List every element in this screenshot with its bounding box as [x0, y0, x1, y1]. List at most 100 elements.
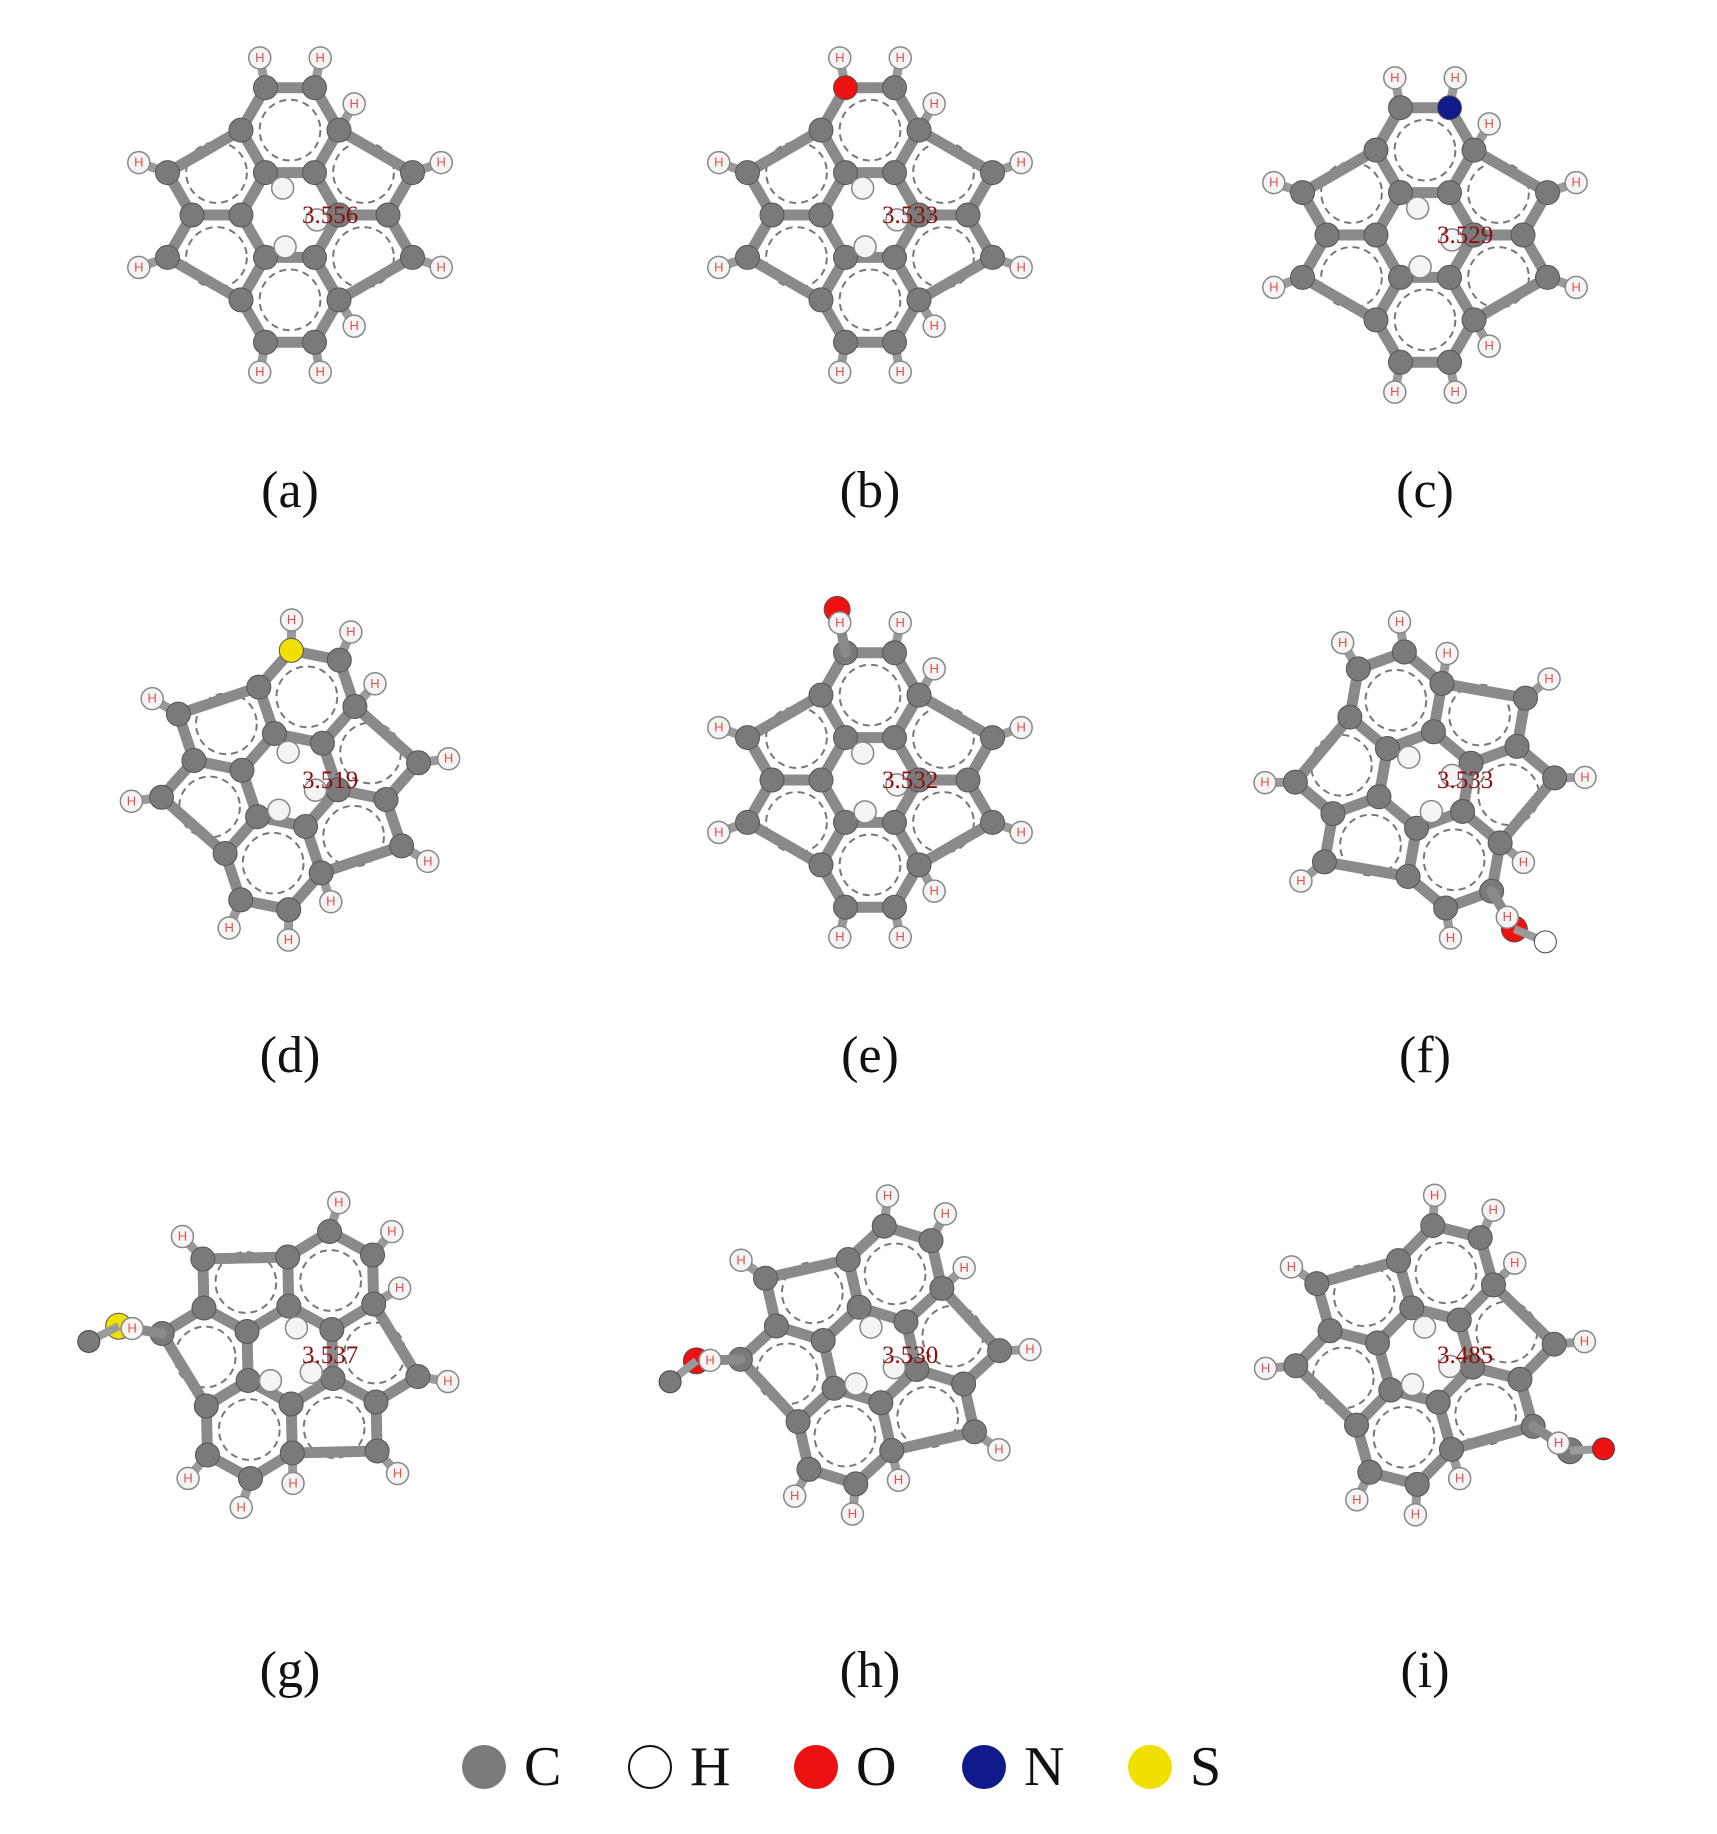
carbon-atom [319, 1317, 345, 1343]
hydrogen-atom [729, 1248, 753, 1273]
legend-item-n: N [962, 1722, 1064, 1812]
carbon-atom [1320, 801, 1346, 827]
carbon-atom [1282, 769, 1308, 795]
hydrogen-label: H [444, 751, 453, 766]
hydrogen-atom [952, 1256, 976, 1280]
hydrogen-label: H [316, 364, 325, 379]
carbon-atom [302, 75, 327, 101]
hydrogen-label: H [929, 318, 938, 333]
hydrogen-atom [342, 314, 366, 338]
aromatic-ring-a [185, 141, 248, 204]
carbon-atom [980, 160, 1005, 186]
carbon-atom [1290, 264, 1315, 290]
hydrogen-atom [1289, 869, 1313, 893]
carbon-atom [882, 329, 907, 355]
carbon-atom [375, 202, 401, 228]
hydrogen-label: H [1390, 70, 1399, 85]
aromatic-ring-b [838, 268, 902, 332]
hydrogen-atom [1564, 275, 1588, 300]
distance-label-g: 3.537 [302, 1342, 358, 1369]
carbon-atom [253, 160, 278, 186]
hydrogen-atom [120, 1316, 144, 1341]
carbon-atom [833, 160, 858, 186]
hydrogen-label: H [1390, 384, 1399, 399]
hydrogen-atom [1262, 275, 1286, 300]
carbon-atom [1311, 849, 1337, 875]
hydrogen-label: H [896, 929, 905, 944]
carbon-atom [1366, 784, 1392, 810]
hydrogen-label: H [736, 1252, 745, 1267]
hydrogen-label: H [1261, 1360, 1270, 1375]
carbon-atom [275, 1244, 301, 1270]
adsorbate-hydrogen [1405, 196, 1430, 220]
legend-swatch-c [462, 1745, 506, 1789]
carbon-atom [1542, 765, 1568, 791]
carbon-atom [1363, 222, 1389, 248]
carbon-atom [1461, 137, 1487, 163]
aromatic-ring-g [214, 1251, 278, 1314]
cc-bond [1289, 711, 1356, 788]
adsorbate-hydrogen [882, 1355, 907, 1380]
carbon-atom [179, 202, 205, 228]
carbon-atom [165, 701, 191, 727]
hydrogen-atom [385, 1461, 410, 1486]
aromatic-ring-b [912, 141, 975, 204]
carbon-atom [833, 244, 858, 270]
adsorbate-hydrogen [303, 778, 328, 802]
cc-bond [1318, 856, 1414, 883]
hydrogen-label: H [1580, 769, 1589, 784]
hydrogen-atom [1403, 1502, 1428, 1527]
hydrogen-atom [276, 928, 301, 952]
carbon-atom [808, 767, 834, 793]
carbon-atom [1487, 830, 1513, 856]
hydrogen-label: H [284, 932, 293, 947]
carbon-atom [308, 860, 334, 886]
hydrogen-atom [339, 620, 363, 644]
carbon-atom [1388, 95, 1413, 121]
hydrogen-atom [281, 1471, 305, 1496]
carbon-atom [808, 287, 834, 313]
hydrogen-atom [327, 1190, 351, 1215]
aromatic-ring-e [838, 833, 902, 897]
hydrogen-atom [436, 1369, 460, 1394]
adsorbate-hydrogen [1412, 1315, 1437, 1339]
carbon-atom [302, 244, 327, 270]
carbon-atom [846, 1294, 872, 1320]
distance-label-e: 3.532 [882, 767, 938, 794]
carbon-atom [1541, 1331, 1567, 1357]
carbon-atom [1388, 264, 1413, 290]
carbon-atom [893, 1309, 919, 1335]
carbon-atom [193, 1393, 219, 1419]
carbon-atom [1344, 1412, 1370, 1438]
cc-bond [286, 1445, 383, 1459]
carbon-atom [212, 840, 238, 866]
hydrogen-label: H [134, 155, 143, 170]
distance-label-a: 3.556 [302, 202, 358, 229]
carbon-atom [961, 1419, 987, 1445]
carbon-atom [1314, 222, 1340, 248]
cc-bond [333, 251, 418, 306]
carbon-atom [1480, 1272, 1506, 1298]
hydrogen-atom [888, 925, 912, 949]
carbon-atom [1395, 864, 1421, 890]
aromatic-ring-f [1422, 828, 1486, 892]
hydrogen-atom [707, 255, 731, 280]
hydrogen-label: H [1395, 614, 1404, 629]
carbon-atom [879, 1438, 905, 1464]
aromatic-ring-c [1393, 118, 1457, 182]
carbon-atom [190, 1246, 216, 1272]
hydrogen-atom [176, 1466, 200, 1491]
carbon-atom [1388, 349, 1413, 375]
carbon-atom [235, 1367, 261, 1393]
hydrogen-label: H [224, 920, 233, 935]
cc-bond [368, 1298, 424, 1382]
hydrogen-label: H [437, 155, 446, 170]
aromatic-ring-i [1332, 1264, 1396, 1328]
cc-bond [162, 251, 247, 306]
cc-bond [1494, 772, 1561, 849]
adsorbate-hydrogen [859, 1315, 883, 1339]
legend-item-h: H [628, 1722, 730, 1812]
legend-label-o: O [856, 1736, 897, 1798]
hydrogen-atom [429, 255, 453, 280]
